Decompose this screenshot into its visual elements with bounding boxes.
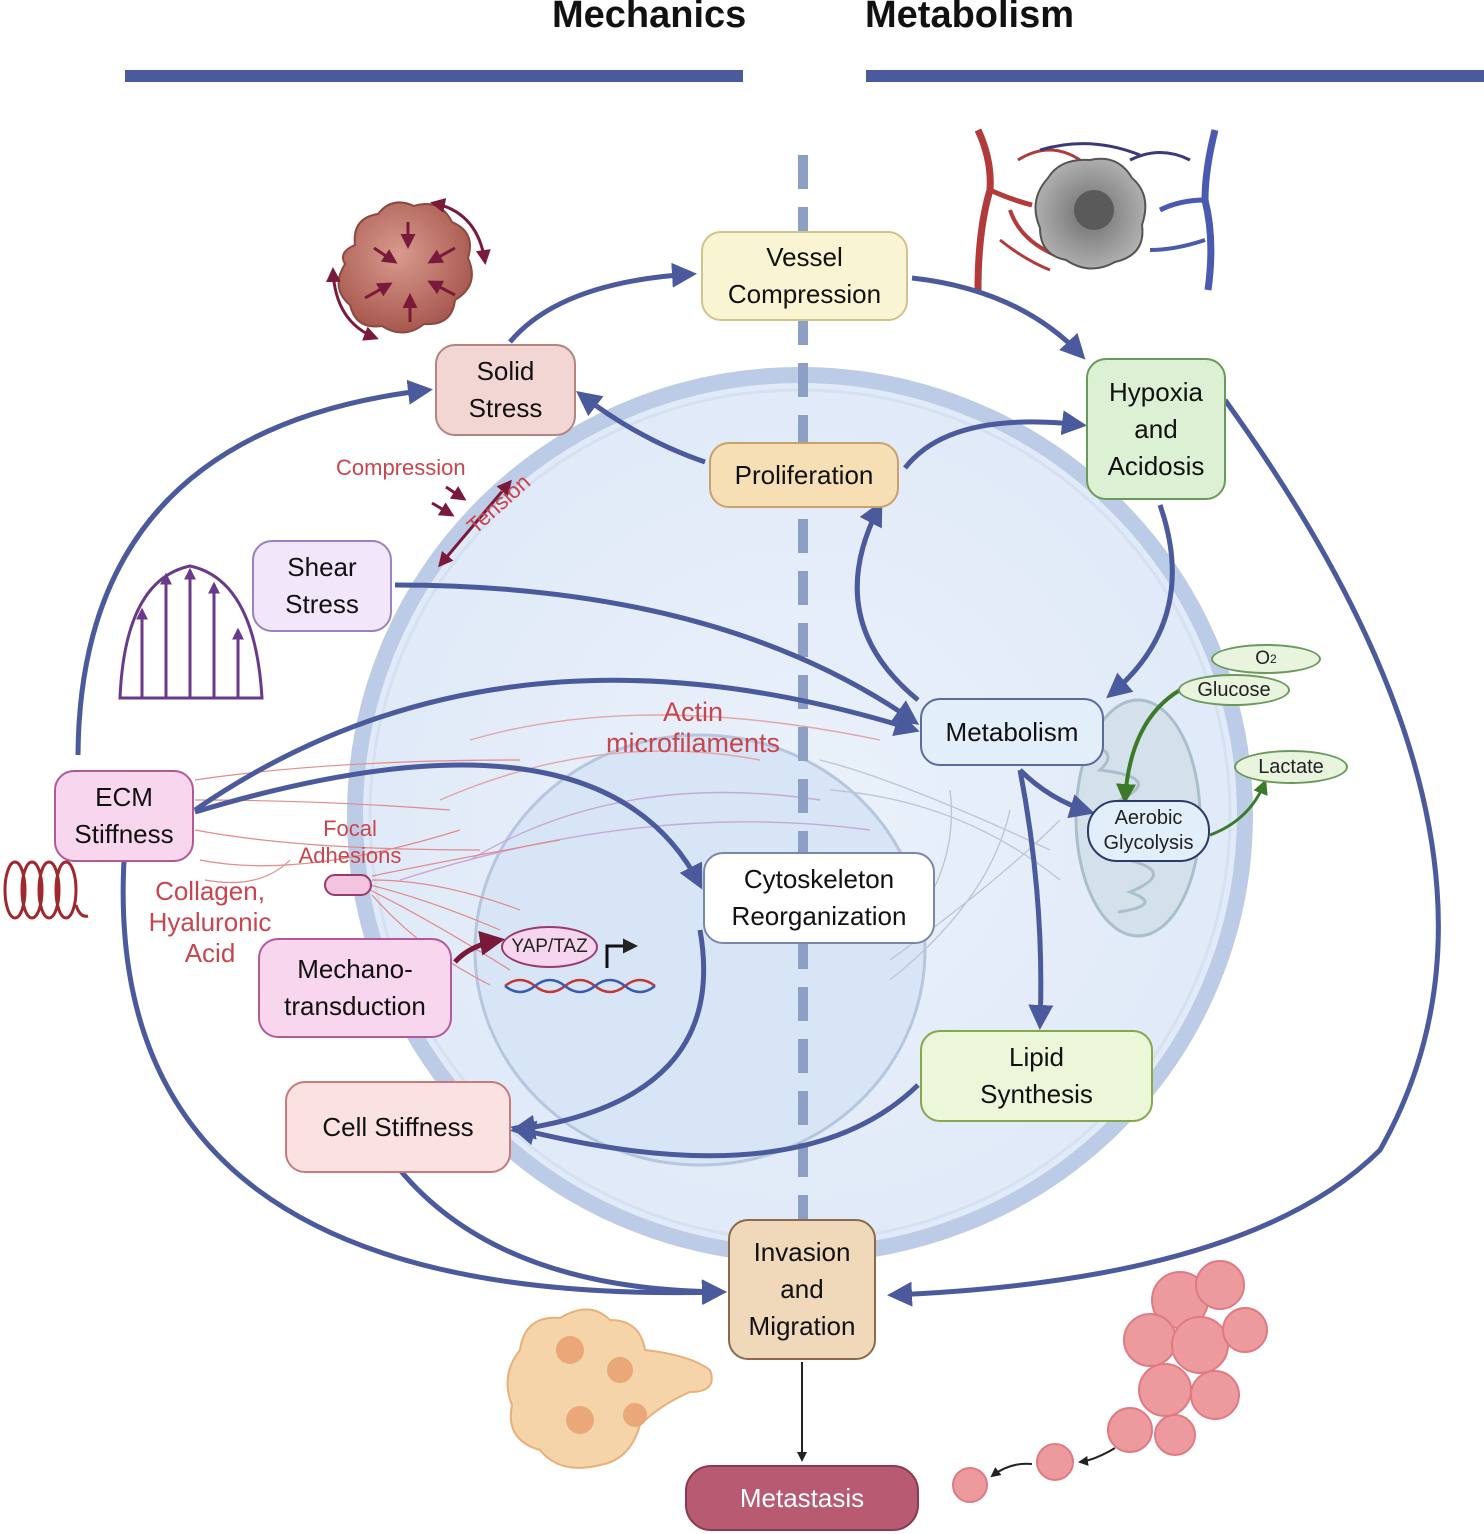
arrow-cell-to-cell	[990, 1462, 1033, 1478]
arrow-metabolism-to-lipid	[1017, 769, 1054, 1030]
shear-stress-node: Shear Stress	[252, 540, 392, 632]
tumor-compression-icon	[325, 198, 491, 341]
arrow-lipid-to-cellstiff	[510, 1083, 920, 1159]
compression-label: Compression	[336, 455, 466, 480]
compression-tension-icon	[431, 479, 512, 568]
shear-flow-icon	[118, 564, 264, 700]
mechanics-header-bar	[125, 70, 743, 82]
glucose-badge: Glucose	[1178, 674, 1290, 706]
blood-vessel-icon	[974, 128, 1219, 291]
arrow-vessel-to-hypoxia	[911, 275, 1086, 360]
hypoxia-acidosis-node: Hypoxia and Acidosis	[1086, 358, 1226, 500]
metabolism-header-bar	[866, 70, 1484, 82]
arrow-hypoxia-to-metabolism	[1106, 504, 1175, 699]
focal-adhesion-icon	[324, 874, 372, 896]
lipid-synthesis-node: Lipid Synthesis	[920, 1030, 1153, 1122]
collagen-fibers	[194, 759, 561, 986]
arrow-glycolysis-to-lactate	[1209, 779, 1268, 837]
metabolism-node: Metabolism	[920, 698, 1104, 766]
ecm-stiffness-node: ECM Stiffness	[54, 770, 194, 862]
aerobic-glycolysis-badge: Aerobic Glycolysis	[1087, 800, 1210, 862]
focal-adhesions-label: Focal Adhesions	[298, 816, 402, 868]
proliferation-node: Proliferation	[709, 442, 899, 508]
invasion-migration-node: Invasion and Migration	[728, 1219, 876, 1360]
transcription-start-icon	[605, 938, 638, 968]
lactate-badge: Lactate	[1234, 750, 1348, 784]
arrow-shear-to-metabolism	[394, 582, 920, 725]
arrow-mechano-to-yap	[453, 930, 505, 964]
arrow-metabolism-to-glycolysis	[1018, 768, 1095, 819]
actin-microfilaments-label: Actin microfilaments	[605, 697, 781, 758]
ecm-spring-icon	[3, 860, 89, 920]
arrow-cyto-to-cellstiff	[510, 929, 707, 1140]
metastasis-node: Metastasis	[685, 1465, 919, 1531]
arrow-glucose-to-glycolysis	[1116, 688, 1182, 804]
mechanotransduction-node: Mechano- transduction	[258, 938, 452, 1038]
yap-taz-badge: YAP/TAZ	[501, 926, 598, 968]
pathway-arrows	[75, 262, 1441, 1307]
arrow-cluster-to-cell	[1078, 1447, 1116, 1466]
arrow-ecm-to-metabolism	[193, 677, 920, 813]
dna-icon	[504, 978, 656, 994]
cell-stiffness-node: Cell Stiffness	[285, 1081, 511, 1173]
solid-stress-node: Solid Stress	[435, 344, 576, 436]
metastatic-cluster-icon	[952, 1260, 1268, 1503]
metabolism-header: Metabolism	[865, 0, 1075, 36]
vessel-compression-node: Vessel Compression	[701, 231, 908, 321]
invading-cells-icon	[506, 1308, 713, 1469]
hypoxic-tumor-icon	[1034, 157, 1147, 270]
arrow-cellstiff-to-invasion	[398, 1168, 727, 1305]
arrow-metabolism-to-prolif	[854, 500, 920, 702]
mechanics-header: Mechanics	[552, 0, 747, 36]
arrow-ecm-to-invasion	[120, 844, 727, 1306]
arrow-solid-to-vessel	[508, 262, 697, 344]
cytoskeleton-reorganization-node: Cytoskeleton Reorganization	[703, 852, 935, 944]
arrow-prolif-to-hypoxia	[903, 410, 1087, 470]
arrow-prolif-to-solid	[576, 390, 706, 465]
arrow-ecm-to-cytoskeleton	[194, 762, 703, 890]
arrow-ecm-to-solid	[75, 379, 433, 756]
collagen-label: Collagen, Hyaluronic Acid	[148, 876, 272, 968]
arrow-hypoxia-to-invasion	[887, 398, 1441, 1307]
